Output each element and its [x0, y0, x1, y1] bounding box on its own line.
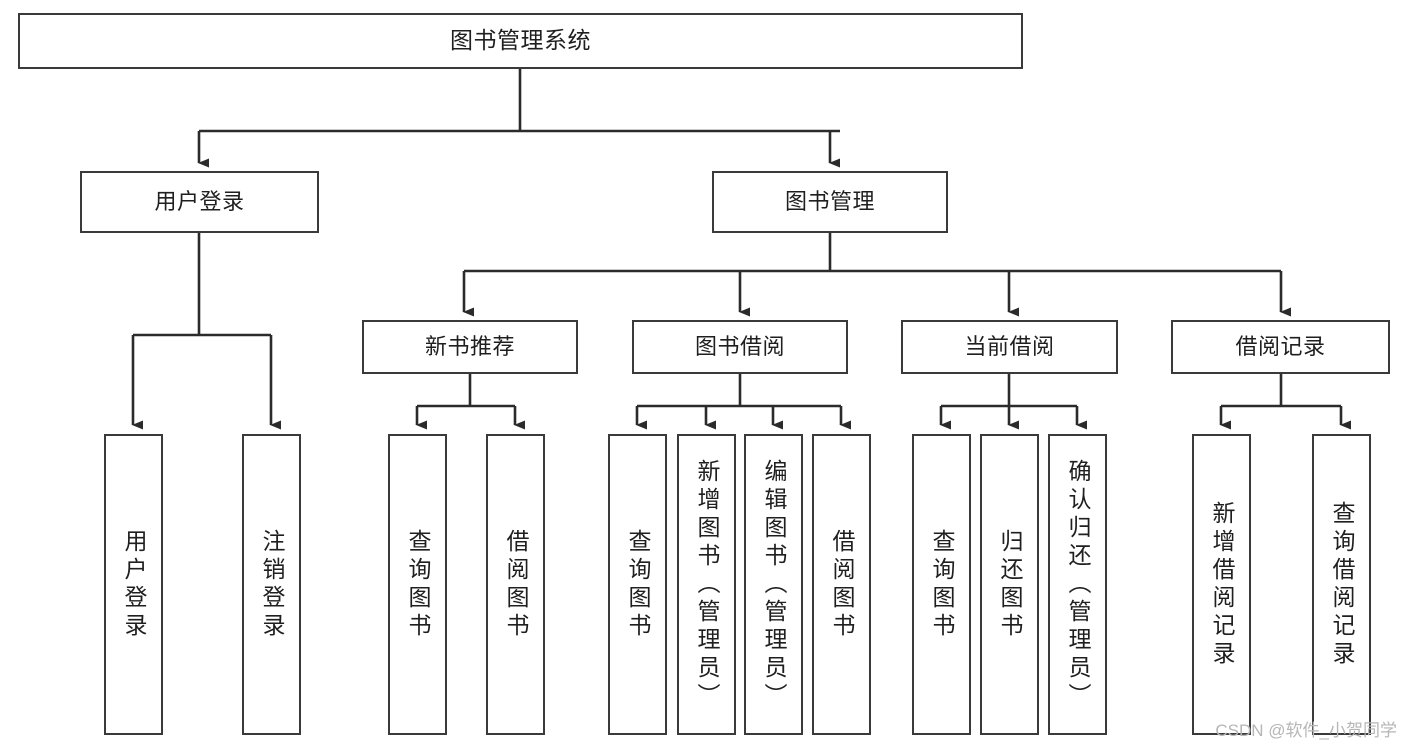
node-label: 新增借阅记录 — [1209, 500, 1235, 669]
node-label: 查询图书 — [625, 528, 651, 641]
node-label: 确认归还（管理员） — [1065, 458, 1091, 711]
node-current-borrow[interactable]: 当前借阅 — [901, 320, 1118, 374]
node-label: 图书管理 — [784, 189, 875, 215]
node-leaf-query-book-borrow[interactable]: 查询图书 — [608, 434, 667, 735]
node-book-borrow[interactable]: 图书借阅 — [632, 320, 848, 374]
node-leaf-borrow-book[interactable]: 借阅图书 — [812, 434, 871, 735]
node-label: 查询图书 — [405, 528, 431, 641]
node-leaf-add-borrow-record[interactable]: 新增借阅记录 — [1192, 434, 1251, 735]
node-leaf-user-login[interactable]: 用户登录 — [104, 434, 163, 735]
node-label: 借阅图书 — [829, 528, 855, 641]
node-borrow-record[interactable]: 借阅记录 — [1171, 320, 1390, 374]
node-leaf-logout[interactable]: 注销登录 — [242, 434, 301, 735]
node-label: 归还图书 — [997, 528, 1023, 641]
node-leaf-return-book[interactable]: 归还图书 — [980, 434, 1039, 735]
node-label: 新书推荐 — [424, 334, 515, 360]
node-label: 新增图书（管理员） — [694, 458, 720, 711]
node-user-login[interactable]: 用户登录 — [80, 171, 319, 233]
node-root-book-management-system[interactable]: 图书管理系统 — [18, 13, 1023, 69]
node-leaf-query-book-current[interactable]: 查询图书 — [912, 434, 971, 735]
watermark-text: CSDN @软件_小贺同学 — [1215, 721, 1397, 740]
node-leaf-query-book-recommend[interactable]: 查询图书 — [388, 434, 447, 735]
node-label: 借阅图书 — [503, 528, 529, 641]
node-new-book-recommend[interactable]: 新书推荐 — [362, 320, 578, 374]
node-leaf-confirm-return-admin[interactable]: 确认归还（管理员） — [1048, 434, 1107, 735]
node-label: 当前借阅 — [964, 334, 1055, 360]
node-label: 图书管理系统 — [450, 27, 591, 54]
node-label: 注销登录 — [259, 528, 285, 641]
node-label: 编辑图书（管理员） — [761, 458, 787, 711]
node-label: 图书借阅 — [694, 334, 785, 360]
node-leaf-borrow-book-recommend[interactable]: 借阅图书 — [486, 434, 545, 735]
node-leaf-query-borrow-record[interactable]: 查询借阅记录 — [1312, 434, 1371, 735]
node-label: 用户登录 — [154, 189, 245, 215]
node-label: 借阅记录 — [1235, 334, 1326, 360]
node-leaf-edit-book-admin[interactable]: 编辑图书（管理员） — [744, 434, 803, 735]
node-label: 查询借阅记录 — [1329, 500, 1355, 669]
node-label: 查询图书 — [929, 528, 955, 641]
node-book-management[interactable]: 图书管理 — [712, 171, 948, 233]
node-leaf-add-book-admin[interactable]: 新增图书（管理员） — [677, 434, 736, 735]
node-label: 用户登录 — [121, 528, 147, 641]
